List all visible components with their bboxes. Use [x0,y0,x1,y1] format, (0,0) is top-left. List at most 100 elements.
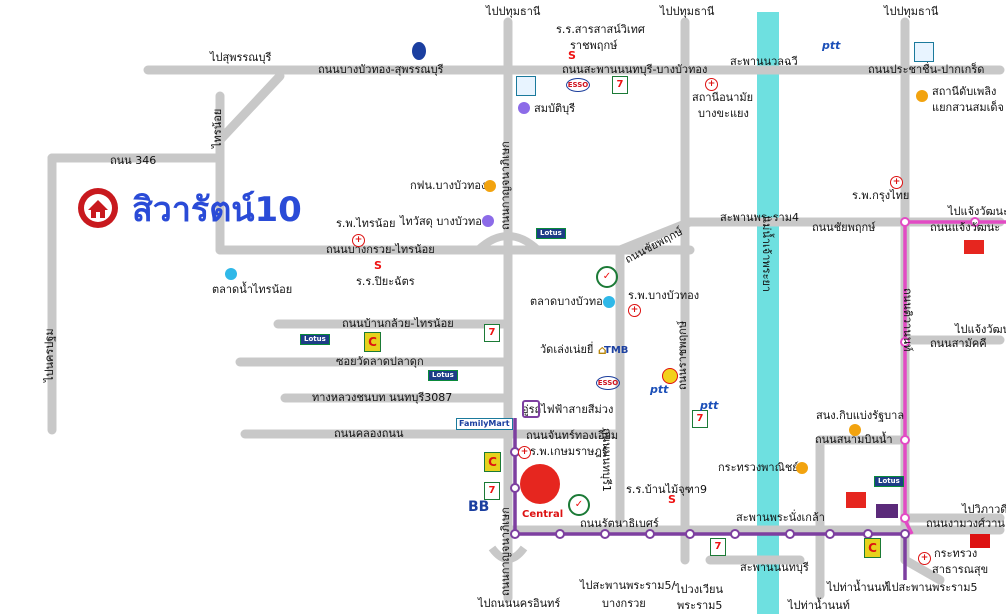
road-label-tiwanon: ถนนติวานนท์ [901,288,914,352]
tesco-lotus-icon: Lotus [874,476,904,487]
place-thaiwatsadu: ไทวัสดุ บางบัวทอง [400,215,488,228]
tesco-lotus-icon: Lotus [536,228,566,239]
school-s-icon: S [668,493,676,506]
seven-eleven-icon: 7 [710,538,726,556]
place-chanthong: ถนนจันทร์ทองเอี่ยม [526,429,619,442]
station-logo-icon [516,76,536,96]
ptt-flame-icon [412,42,426,60]
place-public-health-1: กระทรวง [934,547,978,560]
road-sainoi-diagonal [215,71,285,145]
fire-station-dot-icon [916,90,928,102]
place-talad-sainoi: ตลาดน้ำไทรน้อย [212,283,293,296]
place-commerce: กระทรวงพาณิชย์ [718,461,799,474]
robinson-logo-icon: ✓ [596,266,618,288]
kasemrad-cross-icon: + [518,446,531,459]
road-label-bankluai-sainoi: ถนนบ้านกล้วย-ไทรน้อย [342,317,454,330]
road-label-sanambinnam: ถนนสนามบินน้ำ [815,433,893,446]
road-chaiyaphruek-diag [615,217,695,255]
dir-suphanburi: ไปสุพรรณบุรี [210,51,272,64]
road-label-nuanchawee: สะพานนวลฉวี [730,55,798,68]
page-title: สิวารัตน์10 [132,190,302,230]
tesco-lotus-icon: Lotus [428,370,458,381]
road-label-kanchanaphisek-north: ถนนกาญจนาภิเษก [499,141,512,230]
thaiwatsadu-dot-icon [482,215,494,227]
central-logo-icon: Central [522,509,564,520]
place-sarasas-1: ร.ร.สารสาสน์วิเทศ [556,23,645,36]
dir-vibhavadi: ไปวิภาวดี [962,503,1006,516]
place-sarasas-2: ราชพฤกษ์ [570,39,618,52]
dir-phraram5-b: พระราม5 [677,599,723,612]
place-kasemrad: ร.พ.เกษมราษฎร์ [530,445,608,458]
place-mrt-depot: อู่รถไฟฟ้าสายสีม่วง [522,403,614,416]
place-fire-1: สถานีดับเพลิง [932,85,997,98]
chaophraya-river [757,12,779,614]
seven-eleven-icon: 7 [612,76,628,94]
road-label-phraram4: สะพานพระราม4 [720,211,799,224]
sainoi-cross-icon: + [352,234,365,247]
road-label-ratchaphruek: ถนนราชพฤกษ์ [676,320,689,390]
place-egat: กฟน.บางบัวทอง [410,179,487,192]
road-label-phranangklao: สะพานพระนั่งเกล้า [736,511,825,524]
dir-phraram5-kruai: ไปสะพานพระราม5/ [580,579,676,592]
road-phraram5-link [900,555,945,585]
bangbuathong-cross-icon: + [628,304,641,317]
tesco-lotus-icon: Lotus [300,334,330,345]
egat-dot-icon [484,180,496,192]
place-krungthai: ร.พ.กรุงไทย [852,189,910,202]
road-label-chaiyaphruek-east: ถนนชัยพฤกษ์ [812,221,876,234]
dir-ngam-wian: ไปวงเวียน [675,583,723,596]
road-label-saphan-nonthaburi: สะพานนนทบุรี [740,561,809,574]
central-sun-icon [520,464,560,504]
place-public-health-2: สาธารณสุข [932,563,989,576]
mrt-purple-line [513,418,907,580]
dir-nakhonpathom: ไปนครปฐม [43,328,56,382]
road-label-chaophraya: แม่น้ำเจ้าพระยา [760,216,773,293]
talad-bangbuathong-dot-icon [603,296,615,308]
dir-bang-kruai: บางกรวย [602,597,646,610]
seven-eleven-icon: 7 [484,482,500,500]
krungthai-cross-icon: + [890,176,903,189]
dir-pathum-3: ไปปทุมธานี [884,5,939,18]
big-c-icon: C [364,332,381,352]
seven-eleven-icon: 7 [692,410,708,428]
dir-pathum-1: ไปปทุมธานี [486,5,541,18]
place-health-2: บางขะแยง [698,107,749,120]
central-small-icon [964,240,984,254]
esso-logo-icon: ESSO [596,376,620,390]
mrt-pink-line [903,220,1006,535]
temple-icon: ⌂ [598,343,607,357]
sombatburi-dot-icon [518,102,530,114]
place-sombatburi: สมบัติบุรี [534,102,575,115]
dir-tha-nam-non-2: ไปท่าน้ำนนท์ [827,581,889,594]
road-label-ngamwongwan: ถนนงามวงศ์วาน [926,517,1005,530]
road-label-bangbuathong-suphanburi: ถนนบางบัวทอง-สุพรรณบุรี [318,63,444,76]
pink-stations [900,217,980,523]
road-label-pracha-chuen: ถนนประชาชื่น-ปากเกร็ด [868,63,985,76]
place-wat-lengnoei: วัดเล่งเน่ยยี่ [540,343,594,356]
road-label-kanchanaphisek-south: ถนนกาญจนาภิเษก [499,507,512,596]
road-label-soi-watpladuk: ซอยวัดลาดปลาดุก [336,355,424,368]
familymart-logo-icon: FamilyMart [456,418,513,430]
place-court: สนง.กิบแบ่งรัฐบาล [816,409,905,422]
health-station-cross-icon: + [705,78,718,91]
road-label-chaeng: ถนนแจ้งวัฒนะ [930,221,1001,234]
mall-logo-icon [970,534,990,548]
dir-phraram5: ไปสะพานพระราม5 [886,581,978,594]
mrt-depot-icon [522,400,540,418]
place-bangmai: ร.ร.บ้านไม้จุฑา9 [626,483,708,496]
road-label-saphan-nonthaburi: ถนนสะพานนนทบุรี-บางบัวทอง [562,63,708,76]
tmb-logo-icon: TMB [604,345,629,356]
road-label-3087: ทางหลวงชนบท นนทบุรี3087 [312,391,453,404]
dir-chaeng-1: ไปแจ้งวัฒนะ [948,205,1006,218]
place-hosp-sainoi: ร.พ.ไทรน้อย [336,217,396,230]
station-logo-icon [914,42,934,62]
purple-stations [510,447,910,539]
home-marker-icon [78,188,118,228]
dir-pathum-2: ไปปทุมธานี [660,5,715,18]
dir-tha-nam-non-1: ไปท่าน้ำนนท์ [788,599,850,612]
court-dot-icon [849,424,861,436]
central-small-icon [846,492,866,508]
place-hosp-bangbuathong: ร.พ.บางบัวทอง [628,289,700,302]
